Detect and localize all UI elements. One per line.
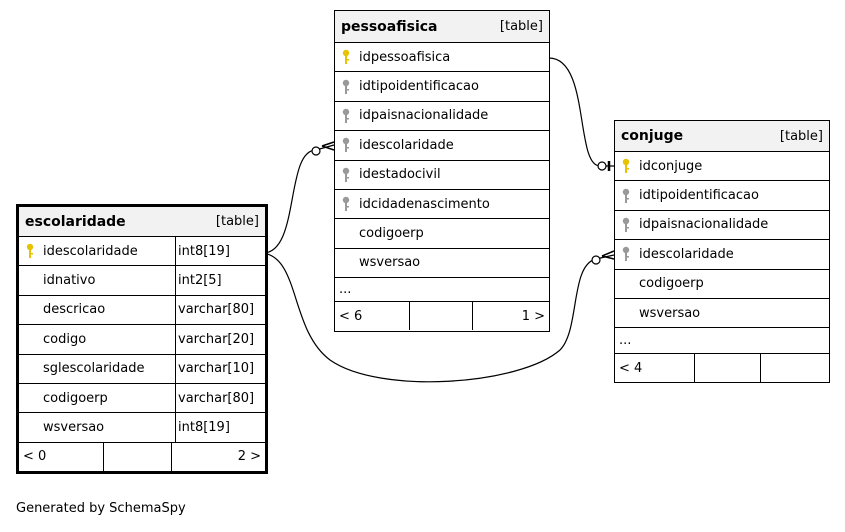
column-row[interactable]: idescolaridade: [615, 240, 829, 270]
footer-middle: [695, 354, 761, 383]
footer-children-count: 2 >: [237, 449, 261, 465]
column-type: int8[19]: [175, 237, 265, 266]
column-type: varchar[80]: [175, 295, 265, 325]
column-name: codigoerp: [359, 226, 424, 242]
primary-key-icon: [615, 158, 637, 174]
column-name: idpaisnacionalidade: [639, 217, 769, 233]
primary-key-icon: [19, 243, 41, 259]
footer-parents-count: < 0: [19, 442, 104, 471]
footer-middle: [104, 442, 172, 471]
column-type: varchar[10]: [175, 354, 265, 383]
table-ellipsis: ...: [615, 328, 829, 355]
edge-escolaridade-pessoafisica: [262, 144, 335, 254]
column-name: idescolaridade: [639, 246, 734, 262]
column-row[interactable]: descricao varchar[80]: [19, 295, 265, 326]
foreign-key-icon: [335, 167, 357, 183]
column-name: wsversao: [43, 420, 105, 436]
column-row[interactable]: idtipoidentificacao: [615, 181, 829, 211]
column-row[interactable]: wsversao: [615, 299, 829, 329]
column-name: idtipoidentificacao: [359, 79, 479, 95]
table-kind: [table]: [215, 214, 259, 229]
table-name: conjuge: [621, 128, 684, 144]
table-footer: < 0 2 >: [19, 442, 265, 471]
column-name: sglescolaridade: [43, 361, 145, 377]
column-name: idpessoafisica: [359, 49, 451, 65]
primary-key-icon: [335, 49, 357, 65]
column-row[interactable]: idpessoafisica: [335, 43, 549, 73]
foreign-key-icon: [335, 137, 357, 153]
column-row[interactable]: idpaisnacionalidade: [615, 211, 829, 241]
column-row[interactable]: idescolaridade: [335, 131, 549, 161]
column-name: idnativo: [43, 273, 96, 289]
footer-children-count: 1 >: [521, 308, 545, 324]
column-name: codigoerp: [639, 276, 704, 292]
table-escolaridade[interactable]: escolaridade [table] idescolaridade int8[…: [16, 204, 268, 474]
table-pessoafisica[interactable]: pessoafisica [table] idpessoafisica idtip…: [334, 10, 550, 332]
table-name: escolaridade: [25, 213, 126, 230]
column-row[interactable]: idnativo int2[5]: [19, 266, 265, 296]
column-name: idescolaridade: [43, 243, 138, 259]
column-type: varchar[80]: [175, 383, 265, 413]
column-name: wsversao: [359, 255, 421, 271]
table-header[interactable]: conjuge [table]: [615, 121, 829, 152]
table-kind: [table]: [499, 19, 543, 34]
column-name: idpaisnacionalidade: [359, 108, 489, 124]
column-row[interactable]: wsversao: [335, 249, 549, 279]
column-row[interactable]: idestadocivil: [335, 161, 549, 190]
table-name: pessoafisica: [341, 18, 438, 35]
footer-parents-count: < 4: [615, 354, 695, 383]
column-name: codigoerp: [43, 390, 108, 406]
column-name: idconjuge: [639, 158, 703, 174]
footer-children-count: [761, 354, 829, 382]
column-row[interactable]: idpaisnacionalidade: [335, 102, 549, 132]
foreign-key-icon: [615, 246, 637, 262]
column-type: int8[19]: [175, 413, 265, 442]
foreign-key-icon: [335, 108, 357, 124]
column-row[interactable]: idconjuge: [615, 152, 829, 182]
column-row[interactable]: idtipoidentificacao: [335, 72, 549, 102]
table-footer: < 4: [615, 354, 829, 383]
table-conjuge[interactable]: conjuge [table] idconjuge idtipoidentific…: [614, 120, 830, 383]
column-name: idtipoidentificacao: [639, 188, 759, 204]
table-header[interactable]: escolaridade [table]: [19, 207, 265, 237]
edge-optional-marker: [311, 146, 321, 156]
column-name: idescolaridade: [359, 137, 454, 153]
column-name: idcidadenascimento: [359, 196, 490, 212]
column-name: codigo: [43, 331, 87, 347]
foreign-key-icon: [615, 188, 637, 204]
column-name: idestadocivil: [359, 167, 441, 183]
edge-crowfoot-marker: [601, 250, 615, 260]
column-row[interactable]: idcidadenascimento: [335, 190, 549, 220]
foreign-key-icon: [615, 217, 637, 233]
footer-parents-count: < 6: [335, 302, 410, 331]
footer-middle: [410, 302, 473, 331]
column-row[interactable]: codigoerp: [335, 219, 549, 249]
table-ellipsis: ...: [335, 278, 549, 303]
edge-optional-marker: [597, 161, 607, 171]
column-row[interactable]: codigo varchar[20]: [19, 325, 265, 355]
edge-pessoafisica-conjuge: [548, 57, 614, 167]
table-footer: < 6 1 >: [335, 302, 549, 331]
column-row[interactable]: idescolaridade int8[19]: [19, 237, 265, 267]
column-type: int2[5]: [175, 266, 265, 295]
generator-credit: Generated by SchemaSpy: [16, 501, 186, 516]
foreign-key-icon: [335, 79, 357, 95]
column-name: wsversao: [639, 305, 701, 321]
column-row[interactable]: wsversao int8[19]: [19, 413, 265, 443]
column-row[interactable]: sglescolaridade varchar[10]: [19, 354, 265, 384]
column-name: descricao: [43, 302, 106, 318]
table-header[interactable]: pessoafisica [table]: [335, 11, 549, 43]
edge-crowfoot-marker: [321, 141, 335, 151]
edge-escolaridade-conjuge: [262, 252, 615, 383]
foreign-key-icon: [335, 196, 357, 212]
column-type: varchar[20]: [175, 325, 265, 354]
edge-optional-marker: [591, 255, 601, 265]
table-kind: [table]: [779, 128, 823, 144]
column-row[interactable]: codigoerp varchar[80]: [19, 383, 265, 414]
column-row[interactable]: codigoerp: [615, 270, 829, 299]
